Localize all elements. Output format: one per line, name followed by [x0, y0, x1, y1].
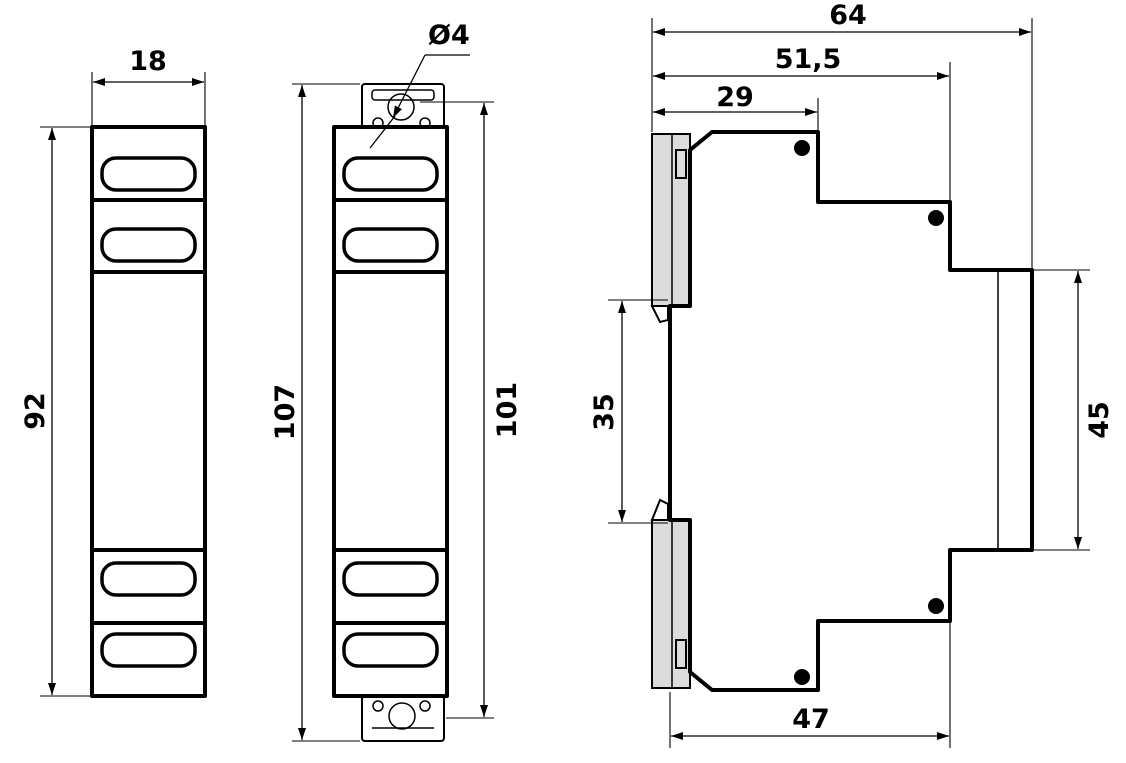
- terminal-slot: [100, 227, 197, 263]
- screw-icon: [794, 669, 810, 685]
- height-101-label: 101: [492, 382, 523, 438]
- width-18-label: 18: [129, 46, 167, 77]
- depth-64-label: 64: [829, 0, 867, 31]
- front-body: [90, 125, 207, 698]
- terminal-slot: [342, 156, 439, 192]
- mounting-body: [332, 125, 449, 698]
- depth-29-label: 29: [716, 82, 754, 113]
- mounting-ear-bottom: [361, 693, 445, 742]
- terminal-slot: [342, 227, 439, 263]
- screw-icon: [794, 140, 810, 156]
- terminal-slot: [100, 561, 197, 597]
- height-92-label: 92: [20, 392, 51, 430]
- side-body: [668, 130, 1034, 692]
- height-107-label: 107: [270, 384, 301, 440]
- terminal-slot: [342, 561, 439, 597]
- terminal-slot: [100, 156, 197, 192]
- depth-51-5-label: 51,5: [775, 44, 842, 75]
- side-view: 64 51,5 29 35 45 47: [589, 0, 1115, 748]
- screw-icon: [928, 598, 944, 614]
- screw-icon: [928, 210, 944, 226]
- terminal-slot: [342, 632, 439, 668]
- face-45-label: 45: [1084, 401, 1115, 439]
- base-47-label: 47: [792, 704, 830, 735]
- mounting-view: Ø4 107 101: [270, 20, 523, 742]
- front-view: 18 92: [20, 46, 207, 698]
- rail-35-label: 35: [589, 393, 620, 431]
- terminal-slot: [100, 632, 197, 668]
- hole-diameter-label: Ø4: [428, 20, 470, 51]
